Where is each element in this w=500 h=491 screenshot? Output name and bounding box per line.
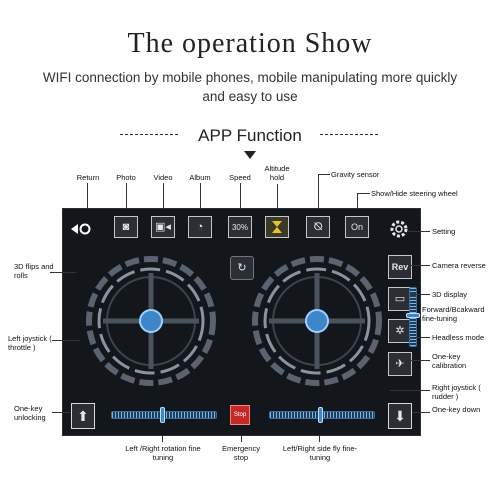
label-video: Video (153, 173, 173, 182)
forward-backward-thumb[interactable] (406, 313, 420, 318)
label-setting: Setting (432, 227, 456, 236)
photo-button[interactable]: ◙ (114, 216, 138, 238)
leader-return (87, 183, 88, 223)
leader-headless (410, 337, 430, 338)
leader-album (200, 183, 201, 216)
gravity-sensor-button[interactable]: ⦰ (306, 216, 330, 238)
gravity-sensor-icon: ⦰ (313, 220, 323, 233)
page-subtitle: WIFI connection by mobile phones, mobile… (42, 70, 458, 104)
leader-one-key-down (412, 412, 430, 413)
leader-video (163, 183, 164, 216)
3d-display-icon: ▭ (394, 292, 406, 305)
calibration-button[interactable]: ✈ (388, 352, 412, 376)
stop-label: Stop (233, 412, 247, 418)
camera-reverse-button[interactable]: Rev (388, 255, 412, 279)
leader-left-joystick (52, 340, 80, 341)
headless-mode-button[interactable]: ✲ (388, 319, 412, 343)
one-key-down-button[interactable]: ⬇ (388, 403, 412, 429)
label-3d-display: 3D display (432, 290, 468, 299)
reverse-label: Rev (391, 262, 409, 272)
leader-right-joystick (390, 390, 430, 391)
divider-left (120, 134, 178, 135)
label-3d-flips: 3D flips and rolls (14, 262, 54, 280)
leader-camera-reverse (410, 265, 430, 266)
album-icon: ◔ (196, 220, 204, 233)
flip-icon: ↻ (237, 261, 247, 274)
album-button[interactable]: ◔ (188, 216, 212, 238)
leader-altitude (277, 184, 278, 216)
hourglass-icon (272, 221, 282, 233)
toggle-state: On (350, 222, 363, 232)
label-altitude-hold: Altitude hold (264, 164, 290, 182)
label-gravity-sensor: Gravity sensor (331, 170, 380, 179)
leader-3d-display (410, 294, 430, 295)
unlock-button[interactable]: ⬆ (71, 403, 95, 429)
label-speed: Speed (229, 173, 251, 182)
left-joystick[interactable] (81, 251, 221, 391)
label-show-hide: Show/Hide steering wheel (371, 189, 458, 198)
leader-photo (126, 183, 127, 216)
leader-3d-flips (50, 272, 76, 273)
label-one-key-calibration: One-key calibration (432, 352, 467, 370)
altitude-hold-button[interactable] (265, 216, 289, 238)
speed-value: 30% (231, 222, 248, 232)
divider-right (320, 134, 378, 135)
emergency-stop-button[interactable]: Stop (230, 405, 250, 425)
right-joystick[interactable] (247, 251, 387, 391)
label-emergency-stop: Emergency stop (222, 444, 260, 462)
down-arrow-icon: ⬇ (394, 407, 406, 424)
page-title: The operation Show (127, 28, 373, 59)
gear-icon (390, 220, 408, 238)
camera-icon: ◙ (122, 220, 130, 233)
return-button[interactable] (69, 218, 93, 240)
app-screen: ◙ ▣◂ ◔ 30% ⦰ On ↻ Rev ▭ ✲ ✈ (62, 208, 421, 436)
label-headless: Headless mode (432, 333, 485, 342)
label-camera-reverse: Camera reverse (432, 261, 486, 270)
leader-unlocking (52, 412, 70, 413)
leader-show-h (357, 193, 370, 194)
speed-button[interactable]: 30% (228, 216, 252, 238)
label-return: Return (76, 173, 100, 182)
3d-flip-button[interactable]: ↻ (230, 256, 254, 280)
show-hide-toggle[interactable]: On (345, 216, 369, 238)
rotation-thumb[interactable] (160, 407, 165, 423)
leader-calibration (410, 360, 430, 361)
leader-show-v (357, 193, 358, 216)
label-photo: Photo (116, 173, 136, 182)
down-arrow-icon (244, 151, 256, 159)
leader-setting (408, 231, 430, 232)
3d-display-button[interactable]: ▭ (388, 287, 412, 311)
label-forward-backward: Forward/Bcakward fine-tuning (422, 305, 485, 323)
return-icon (71, 223, 91, 235)
setting-button[interactable] (387, 217, 411, 241)
side-fly-thumb[interactable] (318, 407, 323, 423)
up-arrow-icon: ⬆ (77, 407, 89, 424)
leader-gravity-v (318, 174, 319, 216)
calibration-icon: ✈ (395, 357, 405, 370)
label-one-key-down: One-key down (432, 405, 481, 414)
headless-icon: ✲ (395, 324, 405, 337)
label-album: Album (189, 173, 211, 182)
label-right-joystick: Right joystick ( rudder ) (432, 383, 481, 401)
section-title: APP Function (198, 126, 302, 145)
label-rotation-tuning: Left /Right rotation fine tuning (125, 444, 201, 462)
leader-speed (240, 183, 241, 216)
label-left-joystick: Left joystick ( throttle ) (8, 334, 52, 352)
label-one-key-unlocking: One-key unlocking (14, 404, 46, 422)
video-button[interactable]: ▣◂ (151, 216, 175, 238)
leader-gravity-h (318, 174, 330, 175)
label-side-fly-tuning: Left/Right side fly fine-tuning (282, 444, 358, 462)
video-camera-icon: ▣◂ (155, 220, 171, 233)
